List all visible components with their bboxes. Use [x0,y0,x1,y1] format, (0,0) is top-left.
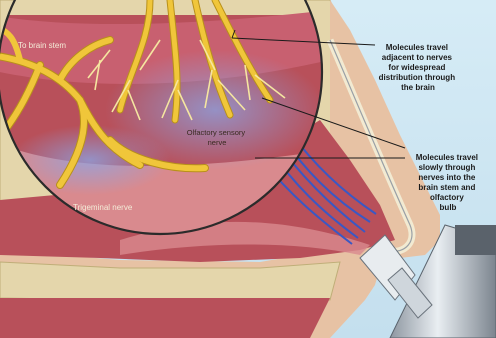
label-trigeminal-nerve: Trigeminal nerve [73,203,133,212]
oral-tissue [0,298,330,338]
palate-bone [0,262,340,300]
label-to-brain-stem: To brain stem [18,41,66,50]
